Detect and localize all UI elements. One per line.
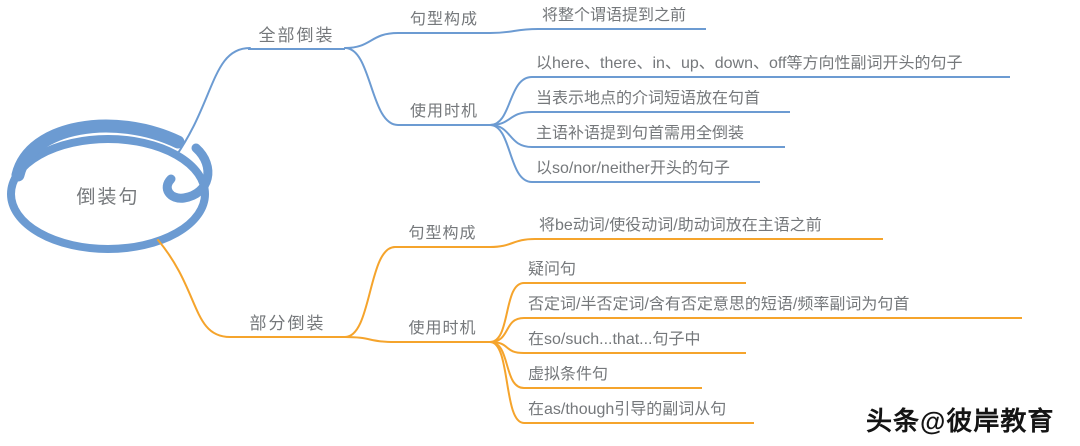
node-full-inversion: 全部倒装	[248, 26, 345, 50]
leaf-full-pattern-rule: 将整个谓语提到之前	[538, 7, 706, 30]
leaf-partial-pattern-rule: 将be动词/使役动词/助动词放在主语之前	[535, 217, 883, 240]
leaf-full-usage-place-phrase: 当表示地点的介词短语放在句首	[532, 90, 790, 113]
leaf-full-usage-so-nor-neither: 以so/nor/neither开头的句子	[532, 160, 760, 183]
root-ellipse	[7, 119, 213, 253]
leaf-partial-usage-negative-words: 否定词/半否定词/含有否定意思的短语/频率副词为句首	[524, 296, 1022, 319]
leaf-full-usage-subject-complement: 主语补语提到句首需用全倒装	[532, 125, 785, 148]
leaf-partial-usage-so-such-that: 在so/such...that...句子中	[524, 331, 746, 354]
leaf-partial-usage-as-though: 在as/though引导的副词从句	[524, 401, 754, 424]
node-partial-sentence-pattern: 句型构成	[395, 225, 490, 248]
leaf-partial-usage-subjunctive: 虚拟条件句	[524, 366, 702, 389]
node-partial-usage-timing: 使用时机	[395, 320, 490, 343]
node-partial-inversion: 部分倒装	[230, 314, 345, 338]
root-node-inversion: 倒装句	[76, 187, 140, 208]
node-full-usage-timing: 使用时机	[398, 103, 490, 126]
leaf-partial-usage-question: 疑问句	[524, 261, 746, 284]
watermark-toutiao-bian-education: 头条@彼岸教育	[866, 406, 1055, 436]
leaf-full-usage-adverbs: 以here、there、in、up、down、off等方向性副词开头的句子	[532, 55, 1010, 78]
node-full-sentence-pattern: 句型构成	[398, 11, 490, 34]
